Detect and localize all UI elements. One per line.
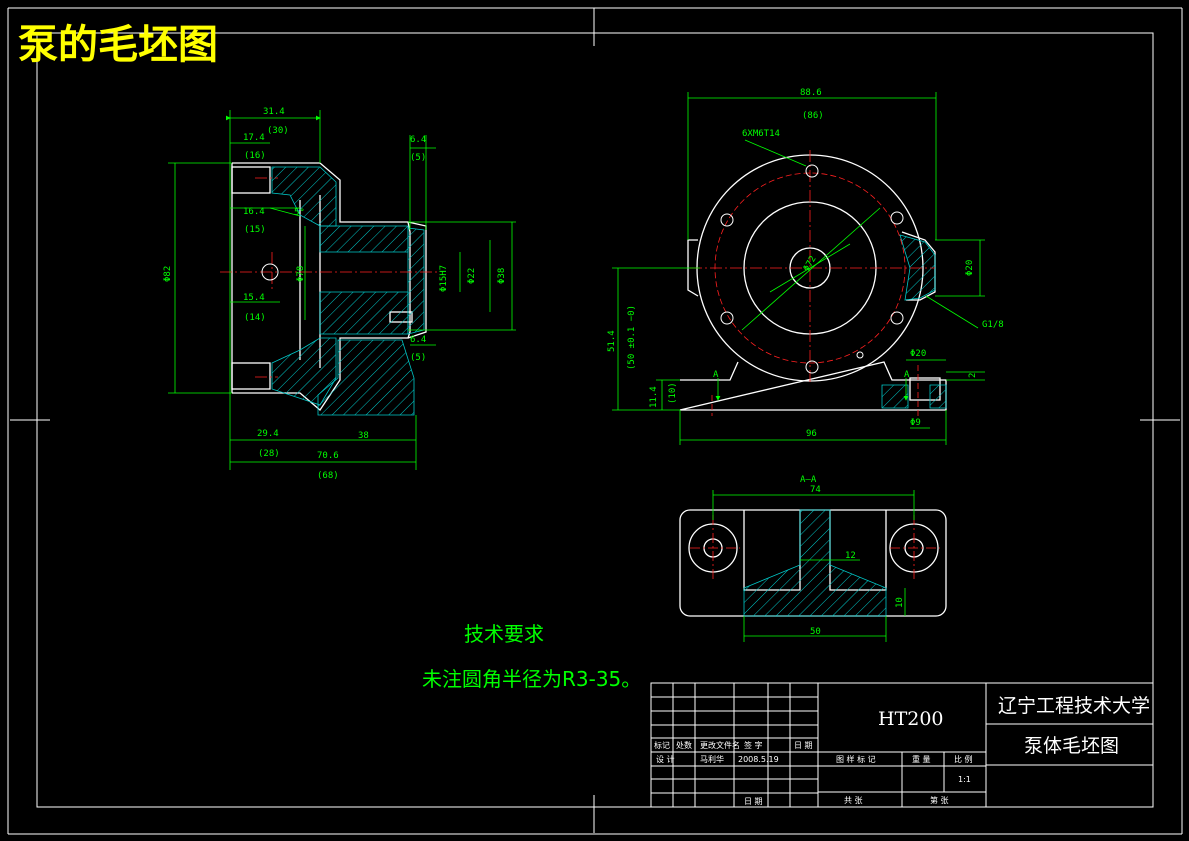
dim-14: (14) [244,313,266,323]
tb-weight: 重 量 [912,754,931,764]
dim-96: 96 [806,429,817,439]
tb-scale: 1:1 [958,775,971,784]
drawing-frame [10,8,1180,833]
dim-5-bottom: (5) [410,353,426,363]
tb-design-date: 2008.5.19 [738,755,779,764]
dim-phi22: Φ22 [467,268,477,284]
tb-label-sign: 签 字 [744,740,763,750]
tb-sheet-no: 第 张 [930,795,949,805]
title-block [650,682,1154,808]
drawing-title: 泵的毛坯图 [18,21,218,68]
dim-10-section: 10 [895,597,905,608]
front-view-dimtexts: 88.6 (86) 6XM6T14 Φ72 Φ20 G1/8 51.4 (50 … [607,88,1004,439]
side-view-dimlines [168,110,516,470]
dim-16: (16) [244,151,266,161]
notes-heading: 技术要求 [464,622,544,646]
tb-sheet-total: 共 张 [844,796,863,805]
dim-28: (28) [258,449,280,459]
dim-10-front: (10) [668,382,678,404]
dim-2: 2 [968,373,978,378]
dim-6-4-bottom: 6.4 [410,335,426,345]
dim-thread-6xm6t14: 6XM6T14 [742,129,780,139]
front-view-centerlines [690,150,935,416]
section-title: A—A [800,475,817,485]
side-view-dimtexts: 31.4 (30) 17.4 (16) 16.4 (15) 5° 15.4 (1… [163,107,507,481]
dim-74: 74 [810,485,821,495]
dim-31-4: 31.4 [263,107,285,117]
dim-phi20-bottom: Φ20 [910,349,926,359]
section-mark-left: A [713,370,719,380]
dim-6-4-top: 6.4 [410,135,426,145]
dim-phi20-right: Φ20 [965,260,975,276]
tb-school: 辽宁工程技术大学 [998,695,1150,717]
dim-68: (68) [317,471,339,481]
dim-phi38: Φ38 [497,268,507,284]
dim-30: (30) [267,126,289,136]
dim-phi9: Φ9 [910,418,921,428]
section-view-dimtexts: A—A 74 12 10 50 [800,475,905,637]
tb-scale-label: 比 例 [954,754,973,764]
dim-5-deg: 5° [294,208,305,218]
frame-corners [7,7,1183,835]
dim-12: 12 [845,551,856,561]
front-view: 88.6 (86) 6XM6T14 Φ72 Φ20 G1/8 51.4 (50 … [607,88,1004,445]
side-view-centerlines [220,177,440,378]
section-view-centerlines [690,515,940,580]
side-view: 31.4 (30) 17.4 (16) 16.4 (15) 5° 15.4 (1… [163,107,516,481]
dim-5-top: (5) [410,153,426,163]
dim-phi15h7: Φ15H7 [439,265,449,292]
dim-phi78: Φ78 [296,266,306,282]
dim-15-4: 15.4 [243,293,265,303]
dim-16-4: 16.4 [243,207,265,217]
dim-86: (86) [802,111,824,121]
dim-11-4: 11.4 [649,386,659,408]
front-view-dimlines [612,92,985,445]
tb-designer: 马利华 [700,754,724,764]
dim-51-4: 51.4 [607,330,617,352]
front-view-hatch [881,234,947,409]
side-view-hatch [271,166,425,416]
tb-label-file: 更改文件名 [700,740,740,750]
dim-50-section: 50 [810,627,821,637]
section-mark-right: A [904,370,910,380]
dim-15: (15) [244,225,266,235]
dim-88-6: 88.6 [800,88,822,98]
dim-70-6: 70.6 [317,451,339,461]
dim-g1-8: G1/8 [982,320,1004,330]
section-view: A—A 74 12 10 50 [679,475,947,642]
tb-design-label: 设 计 [656,754,675,764]
dim-phi82: Φ82 [163,266,173,282]
tb-review-date: 日 期 [744,797,763,806]
dim-29-4: 29.4 [257,429,279,439]
title-block-texts: HT200 辽宁工程技术大学 泵体毛坯图 标记 处数 更改文件名 签 字 日 期… [654,695,1150,806]
tb-drawing-name: 泵体毛坯图 [1024,735,1119,757]
dim-17-4: 17.4 [243,133,265,143]
tb-material: HT200 [878,708,944,730]
front-view-bolt-holes [720,164,904,374]
section-view-dimlines [712,490,915,642]
dim-50-tol: (50 ±0.1 −0) [627,305,637,370]
section-view-hatch [743,509,887,617]
tb-label-count: 处数 [676,740,692,750]
notes-text: 未注圆角半径为R3-35。 [422,667,641,691]
tb-stage-mark: 图 样 标 记 [836,754,876,764]
tb-label-date: 日 期 [794,741,813,750]
tb-label-mark: 标记 [654,740,670,750]
side-view-hole [261,263,279,281]
dim-38: 38 [358,431,369,441]
